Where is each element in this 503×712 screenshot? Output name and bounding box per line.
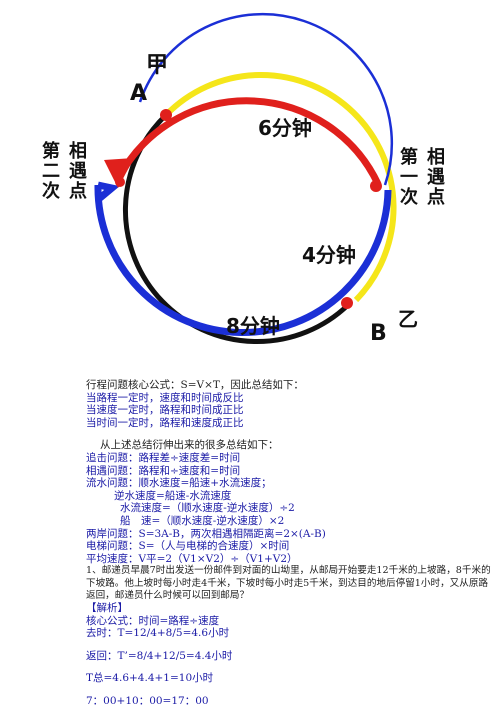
second-meet-char-4: 相 bbox=[69, 141, 87, 162]
problem-1: 1、邮递员早晨7时出发送一份邮件到对面的山坳里，从邮局开始要走12千米的上坡路，… bbox=[86, 565, 491, 601]
core-formula-2: 核心公式：时间=路程÷速度 bbox=[86, 614, 220, 627]
label-B: B bbox=[370, 321, 387, 346]
first-meet-char-5: 遇 bbox=[427, 167, 445, 188]
back-time: 返回：T’=8/4+12/5=4.4小时 bbox=[86, 649, 233, 662]
go-time: 去时：T=12/4+8/5=4.6小时 bbox=[86, 627, 230, 640]
first-meet-char-6: 点 bbox=[427, 186, 445, 208]
elevator-formula: 电梯问题：S=（人与电梯的合速度）×时间 bbox=[86, 540, 290, 553]
label-yi: 乙 bbox=[398, 307, 418, 331]
second-meet-char-6: 点 bbox=[69, 180, 87, 202]
analysis-label: 【解析】 bbox=[86, 601, 128, 614]
point-second-meet bbox=[115, 177, 125, 187]
black-path bbox=[122, 113, 350, 345]
label-A: A bbox=[130, 81, 147, 106]
time-top: 6分钟 bbox=[258, 116, 312, 140]
blue-hook bbox=[97, 181, 120, 201]
first-meet-char-1: 第 bbox=[400, 146, 418, 168]
avg-speed-formula: 平均速度：V平=2（V1×V2）÷（V1+V2） bbox=[86, 552, 298, 565]
flow-formula-1: 流水问题：顺水速度=船速+水流速度； bbox=[86, 477, 272, 490]
meeting-diagram: 甲 A B 乙 6分钟 4分钟 8分钟 第 一 次 相 遇 点 第 二 次 相 … bbox=[42, 12, 445, 346]
point-B bbox=[341, 297, 353, 309]
clock-time: 7：00+10：00=17：00 bbox=[86, 694, 209, 707]
first-meet-char-2: 一 bbox=[400, 167, 418, 188]
core-formula: 行程问题核心公式：S=V×T，因此总结如下： bbox=[86, 379, 304, 391]
blue-path-lower bbox=[94, 184, 392, 336]
meet-formula: 相遇问题：路程和÷速度和=时间 bbox=[86, 464, 241, 477]
second-meet-char-1: 第 bbox=[42, 140, 60, 162]
bank-formula: 两岸问题：S=3A-B，两次相遇相隔距离=2×(A-B) bbox=[86, 527, 326, 540]
derived-heading: 从上述总结衍伸出来的很多总结如下： bbox=[100, 439, 279, 452]
rule-2: 当速度一定时，路程和时间成正比 bbox=[86, 404, 244, 417]
point-A bbox=[160, 109, 172, 121]
chase-formula: 追击问题：路程差÷速度差=时间 bbox=[86, 451, 241, 464]
flow-formula-3: 水流速度=（顺水速度-逆水速度）÷2 bbox=[120, 502, 295, 515]
second-meet-char-3: 次 bbox=[42, 180, 60, 202]
first-meet-char-3: 次 bbox=[400, 186, 418, 208]
time-right: 4分钟 bbox=[302, 243, 356, 267]
rule-1: 当路程一定时，速度和时间成反比 bbox=[86, 391, 244, 404]
first-meet-char-4: 相 bbox=[427, 147, 445, 168]
label-jia: 甲 bbox=[146, 53, 168, 78]
flow-formula-2: 逆水速度=船速-水流速度 bbox=[114, 489, 232, 502]
red-arrowhead bbox=[104, 158, 134, 188]
total-time: T总=4.6+4.4+1=10小时 bbox=[86, 672, 214, 685]
second-meet-char-5: 遇 bbox=[69, 161, 87, 182]
blue-path-upper bbox=[138, 12, 394, 186]
second-meet-char-2: 二 bbox=[42, 161, 60, 182]
yellow-path bbox=[163, 71, 397, 303]
time-bottom: 8分钟 bbox=[226, 314, 280, 338]
red-path bbox=[118, 97, 382, 186]
flow-formula-4: 船 速=（顺水速度-逆水速度）×2 bbox=[120, 514, 285, 527]
document-body: 行程问题核心公式：S=V×T，因此总结如下： 当路程一定时，速度和时间成反比 当… bbox=[86, 379, 496, 707]
point-first-meet bbox=[370, 180, 382, 192]
rule-3: 当时间一定时，路程和速度成正比 bbox=[86, 416, 244, 429]
